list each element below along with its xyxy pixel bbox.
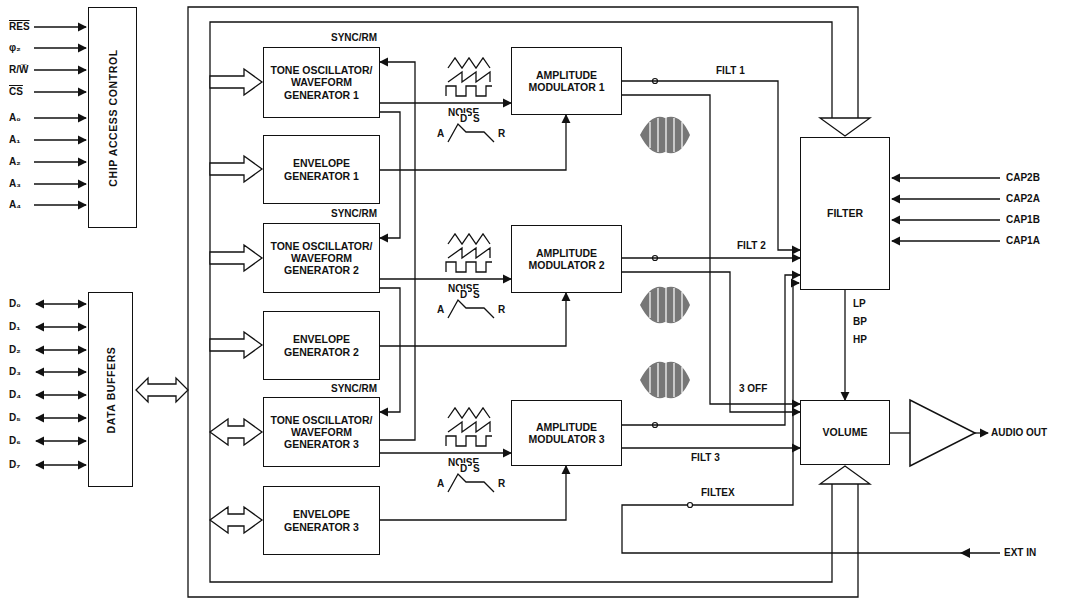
signal-wire — [380, 288, 400, 412]
signal-label: φ₂ — [8, 42, 22, 53]
signal-label: SYNC/RM — [330, 32, 378, 43]
signal-label: R — [497, 478, 506, 489]
signal-label: A — [436, 304, 445, 315]
signal-label: LP — [852, 298, 867, 309]
signal-label: R/W̅ — [8, 64, 29, 75]
signal-label: A — [436, 128, 445, 139]
oscillator-box: TONE OSCILLATOR/ WAVEFORM GENERATOR 3 — [263, 397, 380, 467]
volume-box: VOLUME — [800, 400, 890, 465]
signal-wire — [622, 81, 800, 250]
signal-label: FILT 2 — [736, 240, 767, 251]
signal-label: CS — [8, 86, 24, 97]
signal-label: 3 OFF — [738, 383, 768, 394]
buffer-block: DATA BUFFERS — [88, 292, 133, 487]
signal-wire — [380, 278, 511, 279]
signal-label: FILT 3 — [690, 452, 721, 463]
signal-wire — [380, 293, 566, 346]
signal-label: R — [497, 304, 506, 315]
signal-wire — [622, 275, 800, 425]
signal-label: R — [497, 128, 506, 139]
envelope-box: ENVELOPE GENERATOR 3 — [263, 486, 380, 555]
block-title: AMPLITUDE MODULATOR 1 — [516, 69, 617, 93]
signal-label: A₂ — [8, 156, 22, 167]
signal-label: D₁ — [8, 321, 21, 332]
signal-label: CAP1A — [1005, 235, 1041, 246]
signal-label: D₇ — [8, 459, 21, 470]
envelope-box: ENVELOPE GENERATOR 1 — [263, 135, 380, 204]
signal-label: D₃ — [8, 366, 22, 377]
signal-label: AUDIO OUT — [990, 427, 1048, 438]
signal-label: CAP2B — [1005, 172, 1041, 183]
signal-label: S — [472, 463, 481, 474]
signal-label: D₀ — [8, 298, 22, 309]
envelope-box: ENVELOPE GENERATOR 2 — [263, 311, 380, 380]
signal-wire — [622, 95, 800, 404]
modulator-box: AMPLITUDE MODULATOR 3 — [511, 400, 622, 466]
signal-label: EXT IN — [1003, 547, 1037, 558]
signal-wire — [380, 452, 511, 453]
signal-wire — [622, 447, 800, 448]
block-title: VOLUME — [823, 426, 868, 438]
signal-wire — [622, 272, 800, 412]
modulator-box: AMPLITUDE MODULATOR 1 — [511, 47, 622, 115]
signal-label: FILTEX — [700, 487, 736, 498]
signal-label: D₄ — [8, 389, 22, 400]
signal-wire — [844, 290, 845, 400]
block-title: TONE OSCILLATOR/ WAVEFORM GENERATOR 2 — [268, 240, 375, 276]
signal-wire — [380, 62, 415, 440]
signal-wire — [380, 112, 400, 238]
signal-label: SYNC/RM — [330, 208, 378, 219]
signal-label: A₄ — [8, 199, 22, 210]
signal-label: D — [459, 463, 468, 474]
filter-box: FILTER — [800, 137, 890, 290]
signal-label: D — [459, 113, 468, 124]
oscillator-box: TONE OSCILLATOR/ WAVEFORM GENERATOR 1 — [263, 47, 380, 118]
block-title: CHIP ACCESS CONTROL — [106, 49, 118, 186]
signal-label: RES — [8, 21, 31, 32]
signal-label: S — [472, 113, 481, 124]
signal-label: A — [436, 478, 445, 489]
block-title: DATA BUFFERS — [104, 346, 116, 433]
signal-label: D₂ — [8, 344, 22, 355]
block-title: TONE OSCILLATOR/ WAVEFORM GENERATOR 1 — [268, 64, 375, 100]
signal-label: D₅ — [8, 412, 22, 423]
signal-label: CAP1B — [1005, 214, 1041, 225]
block-title: TONE OSCILLATOR/ WAVEFORM GENERATOR 3 — [268, 414, 375, 450]
signal-label: D — [459, 289, 468, 300]
signal-label: A₀ — [8, 112, 22, 123]
block-title: ENVELOPE GENERATOR 3 — [268, 508, 375, 532]
block-title: ENVELOPE GENERATOR 1 — [268, 157, 375, 181]
modulator-box: AMPLITUDE MODULATOR 2 — [511, 225, 622, 293]
signal-label: D₆ — [8, 435, 22, 446]
block-title: AMPLITUDE MODULATOR 2 — [516, 247, 617, 271]
signal-label: HP — [852, 334, 868, 345]
block-title: ENVELOPE GENERATOR 2 — [268, 333, 375, 357]
control-block: CHIP ACCESS CONTROL — [88, 7, 137, 228]
signal-label: SYNC/RM — [330, 383, 378, 394]
signal-label: S — [472, 289, 481, 300]
signal-label: CAP2A — [1005, 193, 1041, 204]
block-title: FILTER — [827, 207, 863, 219]
signal-wire — [380, 466, 566, 520]
signal-label: FILT 1 — [715, 65, 746, 76]
oscillator-box: TONE OSCILLATOR/ WAVEFORM GENERATOR 2 — [263, 223, 380, 293]
signal-label: BP — [852, 316, 868, 327]
block-title: AMPLITUDE MODULATOR 3 — [516, 421, 617, 445]
signal-label: A₁ — [8, 134, 21, 145]
signal-wire — [622, 257, 800, 258]
signal-label: A₃ — [8, 178, 22, 189]
signal-wire — [380, 102, 511, 103]
